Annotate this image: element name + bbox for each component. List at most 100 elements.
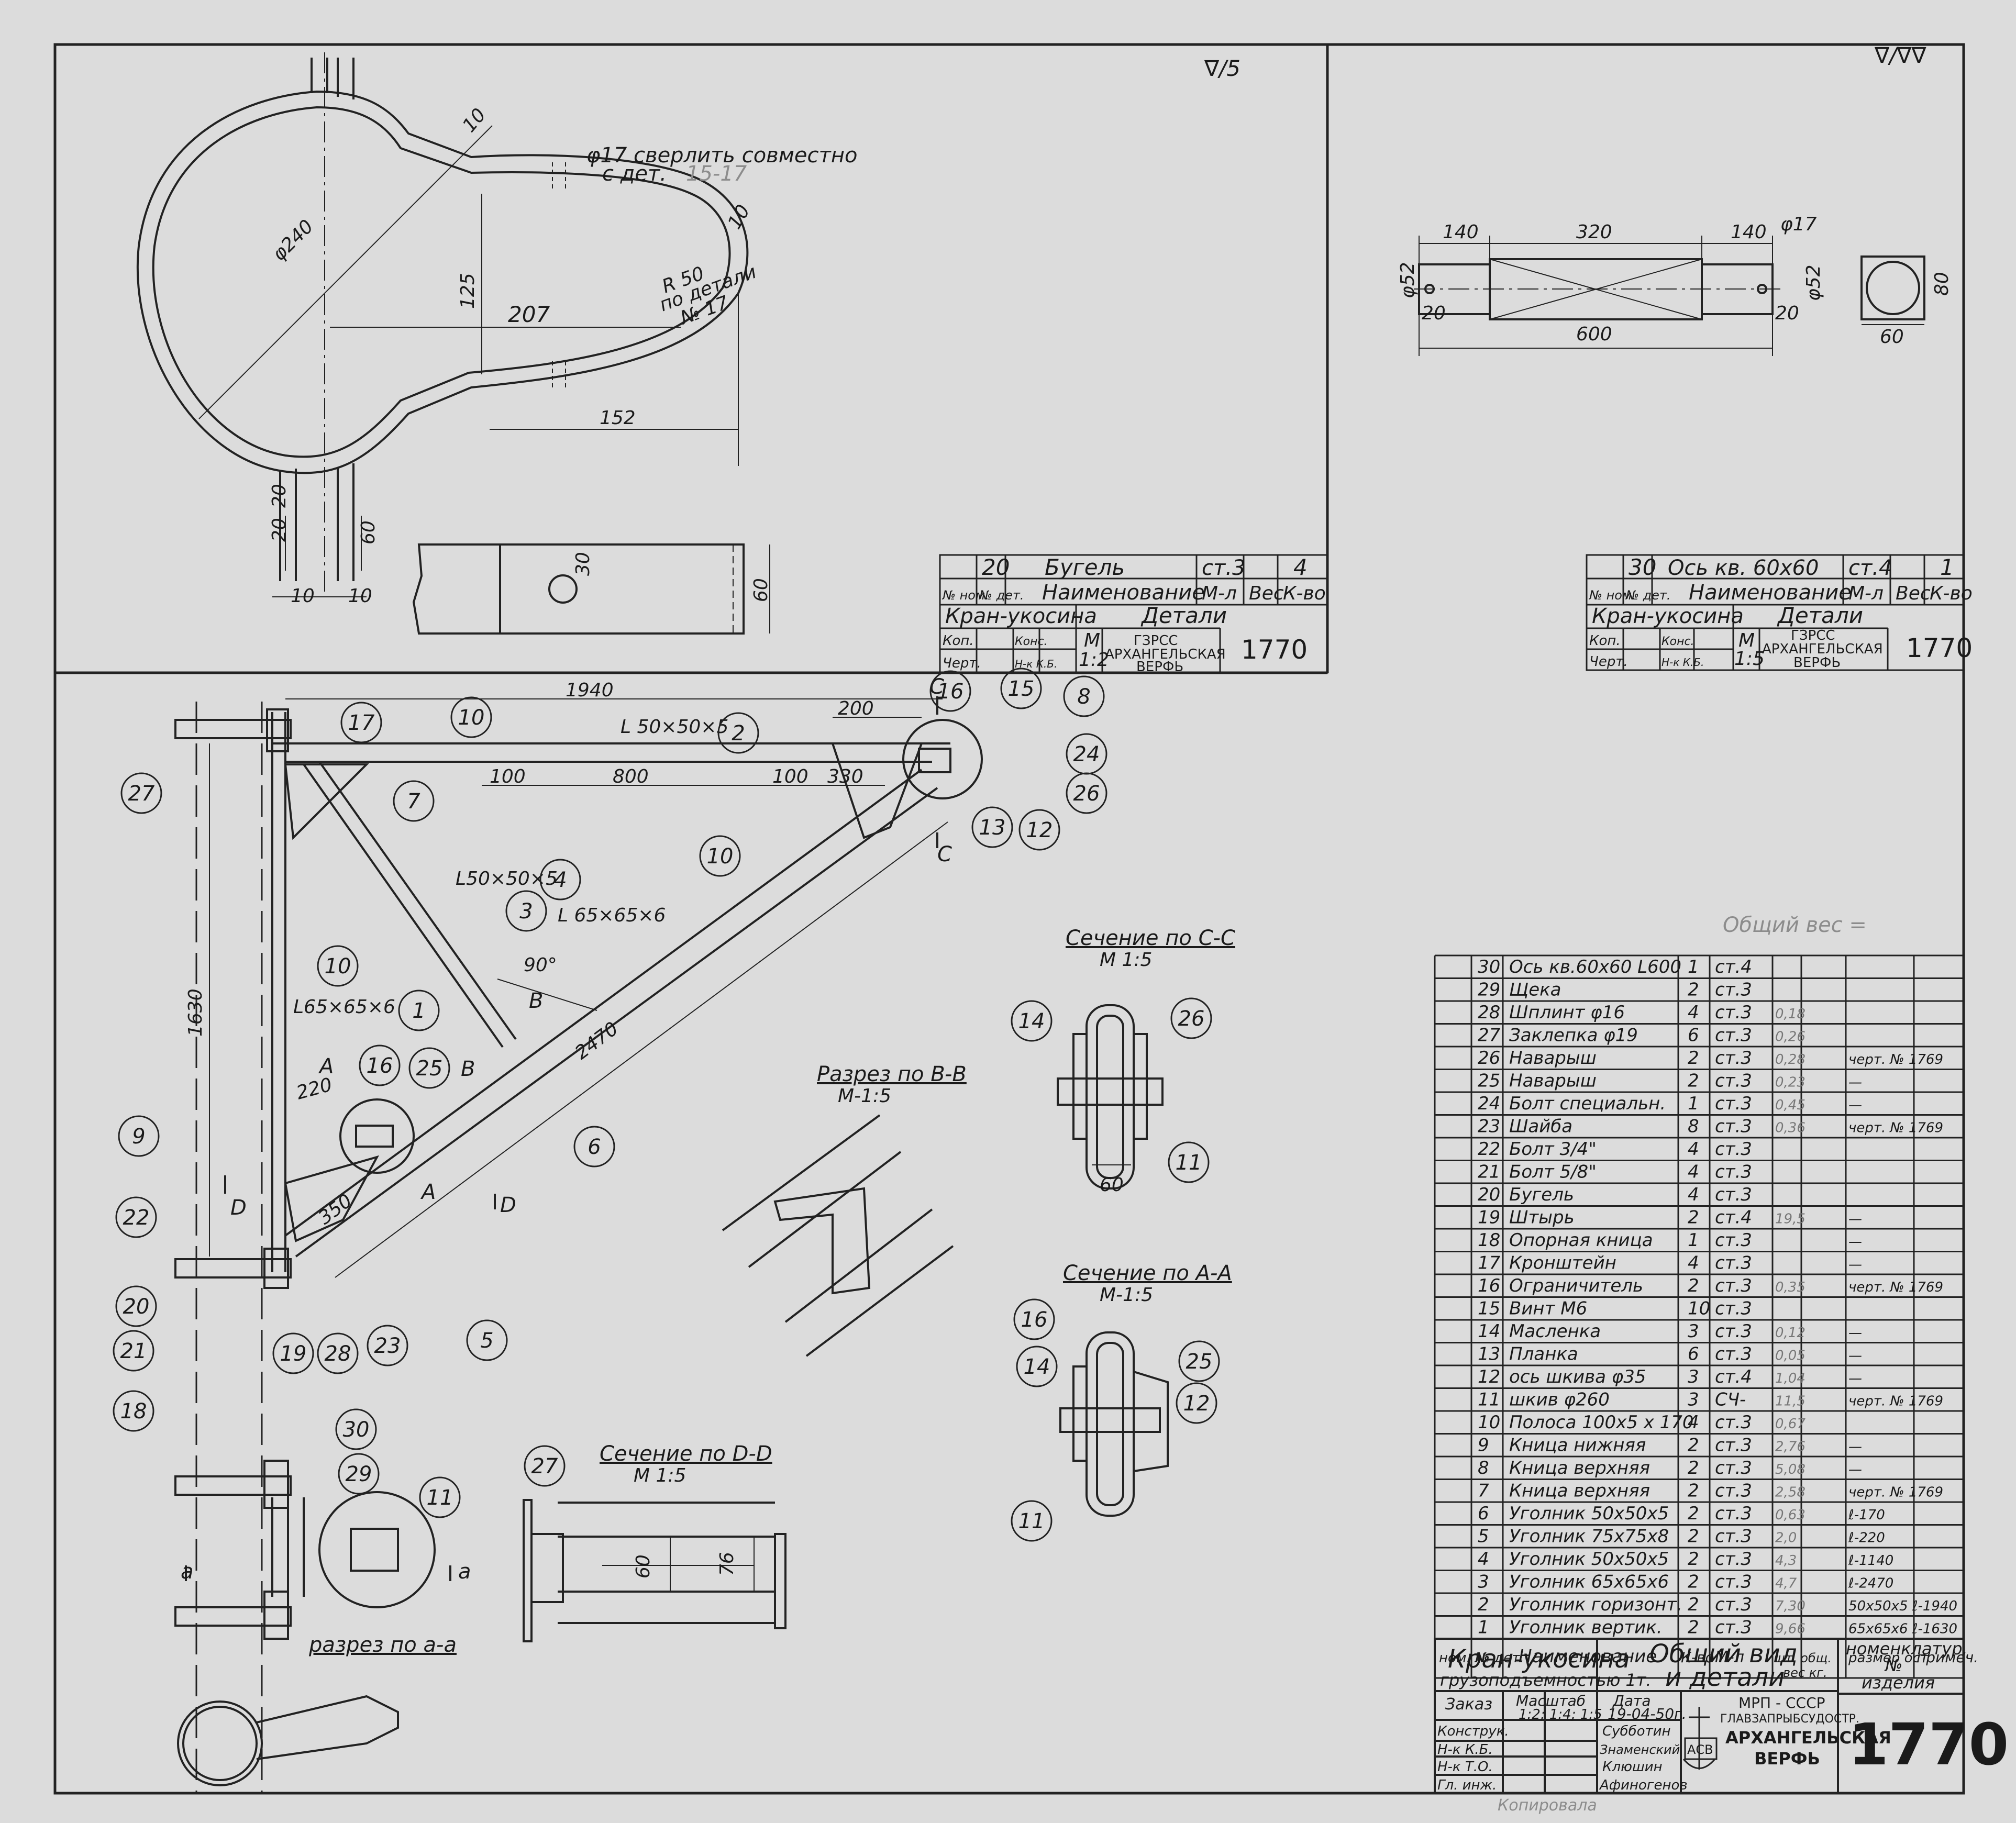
balloon-23: 23 [367, 1325, 408, 1366]
bom-material: ст.3 [1715, 1594, 1752, 1615]
balloon-label: 18 [120, 1399, 147, 1424]
tb20-pos: 20 [982, 554, 1010, 580]
mt-nomen3: изделия [1862, 1673, 1935, 1693]
bom-qty: 2 [1688, 1048, 1699, 1069]
dim-330: 330 [827, 766, 863, 787]
bom-material: ст.3 [1715, 1344, 1752, 1365]
balloon-label: 25 [416, 1057, 443, 1081]
balloon-6: 6 [573, 1126, 615, 1168]
dim-100a: 100 [490, 766, 526, 787]
tb20-qty: 4 [1293, 554, 1308, 580]
bom-note: — [1848, 1348, 1862, 1364]
bom-material: ст.3 [1715, 1617, 1752, 1638]
tb20-material: ст.3 [1202, 556, 1245, 580]
tb30-h-num: № ном. [1588, 588, 1636, 603]
balloon-label: 11 [1176, 1151, 1202, 1175]
bom-no: 15 [1478, 1298, 1500, 1319]
sec-b2: B [461, 1057, 475, 1081]
tb20-org1: ГЗРСС [1134, 633, 1178, 649]
balloon-1: 1 [398, 990, 440, 1031]
dim-152: 152 [600, 407, 636, 429]
bom-no: 17 [1478, 1253, 1501, 1274]
bom-weight: 4,7 [1775, 1576, 1797, 1592]
tb30-org2: АРХАНГЕЛЬСКАЯ [1762, 641, 1883, 657]
bom-no: 27 [1478, 1025, 1501, 1046]
drill-note-ref: 15-17 [686, 162, 747, 186]
sheet-frame [53, 43, 1965, 1795]
bom-material: ст.3 [1715, 1071, 1752, 1092]
balloon-label: 11 [1018, 1509, 1045, 1533]
bom-no: 18 [1478, 1230, 1500, 1251]
bom-weight: 5,08 [1775, 1462, 1805, 1477]
balloon-14: 14 [1016, 1346, 1058, 1387]
balloon-16: 16 [359, 1044, 401, 1086]
bom-no: 12 [1478, 1366, 1500, 1387]
bom-name: Шайба [1509, 1116, 1572, 1137]
balloon-label: 22 [123, 1206, 150, 1230]
balloon-10: 10 [450, 696, 492, 738]
section-aa-scale: М-1:5 [1100, 1284, 1153, 1306]
tb30-h-qty: К-во [1930, 583, 1973, 604]
bom-material: ст.3 [1715, 1503, 1752, 1524]
bom-note: черт. № 1769 [1848, 1120, 1943, 1136]
bom-name: Кница верхняя [1509, 1481, 1650, 1502]
bom-material: ст.3 [1715, 1526, 1752, 1547]
bom-note: — [1848, 1211, 1862, 1227]
bom-weight: 0,36 [1775, 1120, 1805, 1136]
balloon-label: 10 [458, 706, 485, 730]
bom-name: шкив φ260 [1509, 1390, 1610, 1410]
bom-qty: 3 [1688, 1321, 1699, 1342]
tb20-kons: Конс. [1015, 635, 1048, 648]
bom-qty: 4 [1688, 1253, 1699, 1274]
tb30-nk: Н-к К.Б. [1661, 656, 1704, 669]
dim30-52a: φ52 [1397, 262, 1419, 298]
detail-20-dimensions: φ240 10 10 φ17 сверлить совместно с дет.… [268, 104, 857, 607]
balloon-4: 4 [539, 859, 581, 901]
bom-no: 25 [1478, 1071, 1500, 1092]
dim30-600: 600 [1576, 324, 1612, 345]
bom-name: Кронштейн [1509, 1253, 1616, 1274]
sec-sa2: a [458, 1560, 471, 1584]
bom-note: — [1848, 1234, 1862, 1250]
bom-material: ст.4 [1715, 957, 1752, 977]
bom-qty: 4 [1688, 1139, 1699, 1160]
bom-material: ст.3 [1715, 1162, 1752, 1183]
balloon-label: 15 [1008, 677, 1035, 701]
tb20-org2: АРХАНГЕЛЬСКАЯ [1105, 647, 1226, 662]
balloon-label: 23 [374, 1334, 401, 1358]
balloon-label: 28 [325, 1342, 351, 1366]
balloon-label: 13 [979, 816, 1006, 840]
section-bb-title: Разрез по B-B [817, 1062, 967, 1086]
tb20-chert: Черт. [943, 655, 981, 671]
bom-note: черт. № 1769 [1848, 1485, 1943, 1500]
balloon-label: 3 [519, 899, 533, 924]
mt-date: 19-04-50г. [1608, 1705, 1687, 1722]
bom-qty: 2 [1688, 1207, 1699, 1228]
bom-material: ст.4 [1715, 1366, 1752, 1387]
bom-material: ст.3 [1715, 1048, 1752, 1069]
bom-no: 26 [1478, 1048, 1500, 1069]
bom-qty: 4 [1688, 1002, 1699, 1023]
mt-product: Кран-укосина [1448, 1644, 1630, 1674]
section-cc: Сечение по C-C М 1:5 60 [1057, 926, 1235, 1196]
dim30-60: 60 [1880, 326, 1904, 348]
mt-view1: Общий вид [1649, 1639, 1798, 1669]
bom-name: Уголник горизонт. [1509, 1594, 1682, 1615]
balloon-5: 5 [466, 1319, 508, 1361]
balloon-label: 1 [412, 999, 425, 1023]
bom-weight: 0,63 [1775, 1507, 1805, 1523]
bom-material: ст.3 [1715, 1572, 1752, 1593]
dim30-52b: φ52 [1803, 264, 1824, 301]
balloon-11: 11 [1168, 1141, 1210, 1183]
bom-name: Наварыш [1509, 1048, 1597, 1069]
